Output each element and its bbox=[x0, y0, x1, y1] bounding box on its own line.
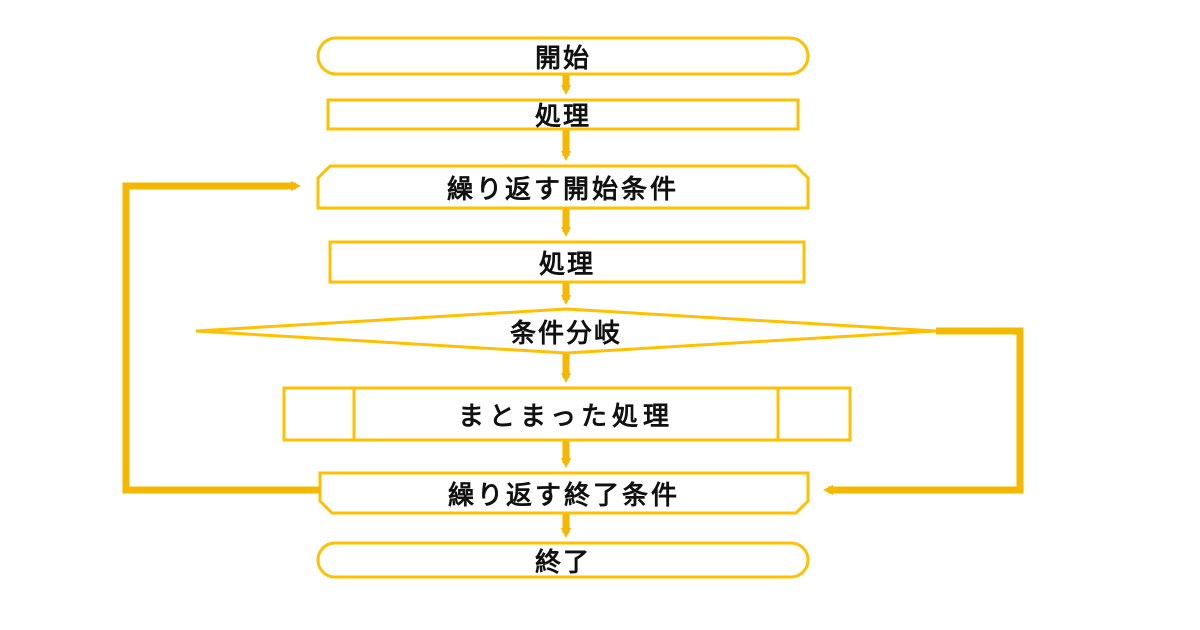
predefined-process-label: まとまった処理 bbox=[458, 401, 674, 432]
loop-back-path bbox=[122, 181, 320, 494]
process-box-2 bbox=[328, 240, 806, 284]
loop-start-shape bbox=[316, 164, 810, 210]
loop-end-shape bbox=[318, 471, 810, 515]
end-label: 終了 bbox=[534, 547, 591, 578]
process-label-1: 処理 bbox=[534, 102, 591, 132]
start-terminator bbox=[316, 36, 810, 76]
process-label-2: 処理 bbox=[538, 249, 595, 280]
end-terminator bbox=[316, 541, 810, 579]
predefined-process-box bbox=[282, 386, 852, 442]
loop-end-label: 繰り返す終了条件 bbox=[447, 480, 680, 511]
decision-bypass-path bbox=[823, 327, 1024, 495]
loop-start-label: 繰り返す開始条件 bbox=[446, 174, 679, 205]
process-box-1 bbox=[326, 98, 800, 131]
start-label: 開始 bbox=[534, 43, 591, 74]
decision-label: 条件分岐 bbox=[509, 318, 622, 349]
